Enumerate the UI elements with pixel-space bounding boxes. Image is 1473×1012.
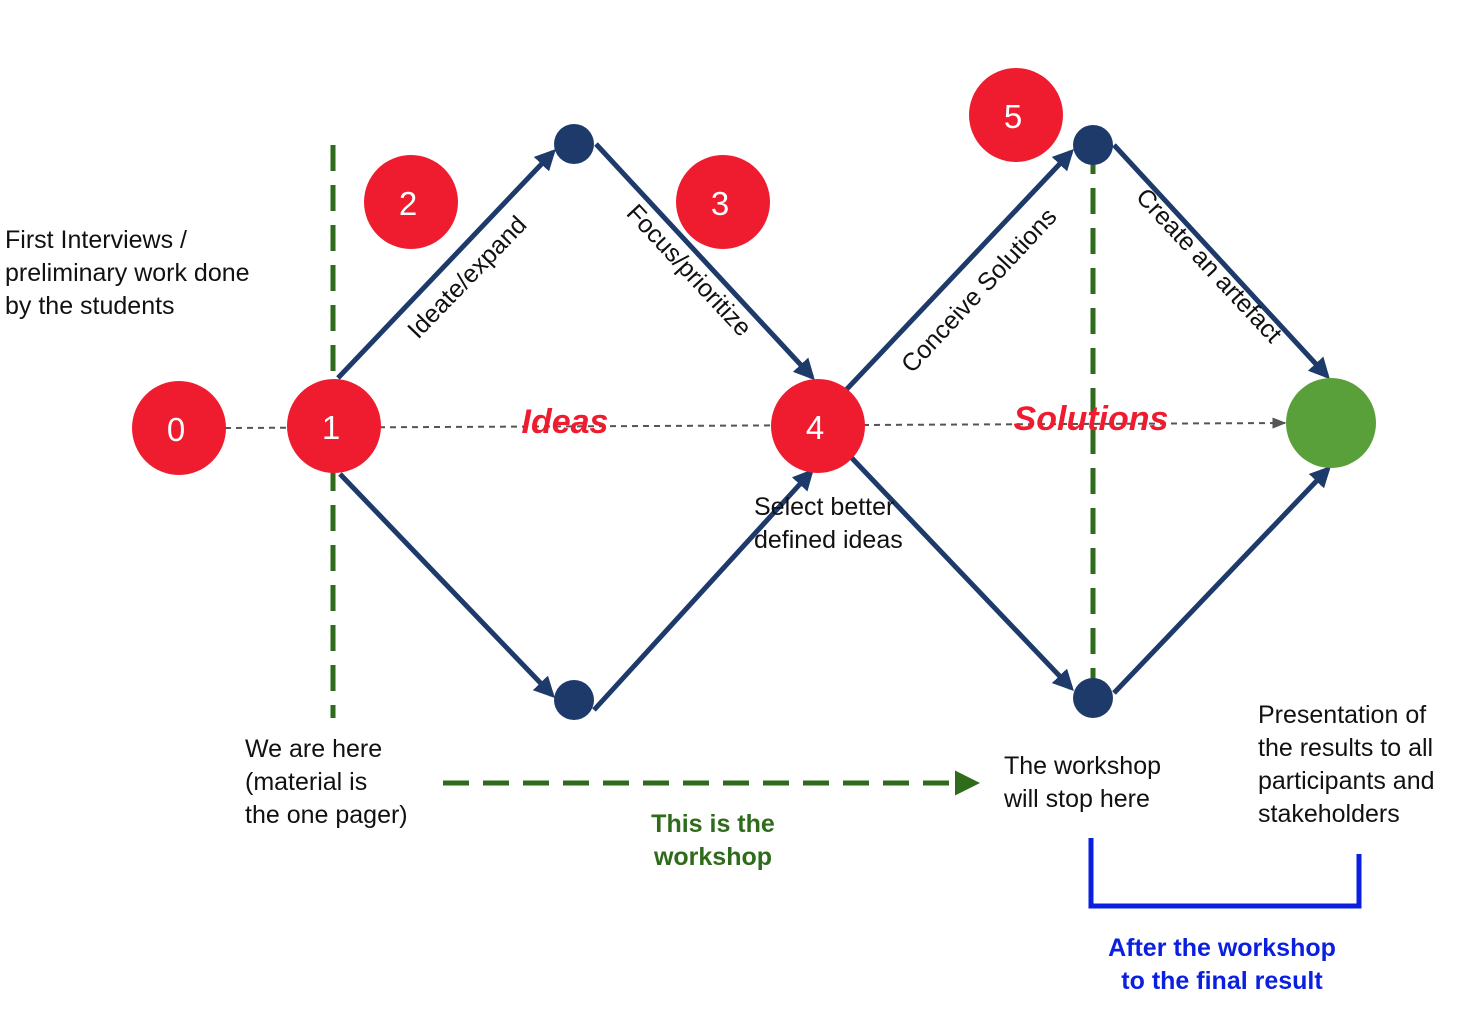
note-this-workshop-line1: This is the bbox=[651, 810, 775, 838]
edge-create-artefact bbox=[1112, 143, 1330, 380]
node-2-circle bbox=[364, 155, 458, 249]
note-first-interviews-line2: preliminary work done bbox=[5, 259, 250, 287]
note-workshop-stop-line2: will stop here bbox=[1003, 785, 1150, 813]
note-first-interviews-line1: First Interviews / bbox=[5, 226, 187, 254]
node-5-circle bbox=[969, 68, 1063, 162]
note-workshop-stop-line1: The workshop bbox=[1004, 752, 1161, 780]
note-after-workshop: After the workshop to the final result bbox=[1108, 934, 1336, 995]
junction-top-left bbox=[554, 124, 594, 164]
note-first-interviews: First Interviews / preliminary work done… bbox=[5, 226, 250, 320]
note-presentation-line3: participants and bbox=[1258, 767, 1435, 795]
note-workshop-stop: The workshop will stop here bbox=[1003, 752, 1161, 813]
note-after-workshop-line2: to the final result bbox=[1121, 967, 1323, 995]
junction-bottom-left bbox=[554, 680, 594, 720]
note-presentation: Presentation of the results to all parti… bbox=[1258, 701, 1435, 828]
edge-lower-solutions bbox=[846, 452, 1074, 692]
edge-label-artefact: Create an artefact bbox=[1130, 183, 1287, 348]
edge-conceive-solutions bbox=[844, 148, 1074, 392]
node-1-label: 1 bbox=[322, 409, 340, 446]
note-select-better-line2: defined ideas bbox=[754, 526, 903, 554]
node-3-label: 3 bbox=[711, 185, 729, 222]
edge-ideate-expand bbox=[336, 148, 556, 380]
note-we-are-here-line3: the one pager) bbox=[245, 801, 408, 829]
node-5-label: 5 bbox=[1004, 98, 1022, 135]
node-4-circle bbox=[771, 379, 865, 473]
node-2-label: 2 bbox=[399, 185, 417, 222]
note-presentation-line4: stakeholders bbox=[1258, 800, 1400, 828]
edge-focus-prioritize bbox=[594, 142, 815, 381]
note-we-are-here: We are here (material is the one pager) bbox=[245, 735, 408, 829]
note-presentation-line1: Presentation of bbox=[1258, 701, 1426, 729]
center-dashed-line bbox=[224, 417, 1287, 429]
node-3-circle bbox=[676, 155, 770, 249]
note-presentation-line2: the results to all bbox=[1258, 734, 1433, 762]
edge-lower-converge bbox=[592, 468, 814, 712]
edge-lower-expand bbox=[338, 472, 555, 699]
note-we-are-here-line2: (material is bbox=[245, 768, 367, 796]
junction-top-right bbox=[1073, 125, 1113, 165]
note-select-better: Select better defined ideas bbox=[754, 493, 903, 554]
final-result-node bbox=[1286, 378, 1376, 468]
node-4-label: 4 bbox=[806, 409, 824, 446]
phase-ideas: Ideas bbox=[522, 403, 609, 441]
node-1-circle bbox=[287, 379, 381, 473]
after-workshop-bracket bbox=[1088, 838, 1362, 909]
note-select-better-line1: Select better bbox=[754, 493, 894, 521]
note-after-workshop-line1: After the workshop bbox=[1108, 934, 1336, 962]
node-0-label: 0 bbox=[167, 411, 185, 448]
note-this-workshop-line2: workshop bbox=[653, 843, 772, 871]
junction-bottom-right bbox=[1073, 678, 1113, 718]
note-this-workshop: This is the workshop bbox=[651, 810, 775, 871]
edge-lower-result bbox=[1112, 465, 1331, 695]
note-we-are-here-line1: We are here bbox=[245, 735, 382, 763]
phase-solutions: Solutions bbox=[1014, 400, 1169, 438]
edge-label-conceive: Conceive Solutions bbox=[896, 203, 1062, 379]
node-0-circle bbox=[132, 381, 226, 475]
note-first-interviews-line3: by the students bbox=[5, 292, 175, 320]
